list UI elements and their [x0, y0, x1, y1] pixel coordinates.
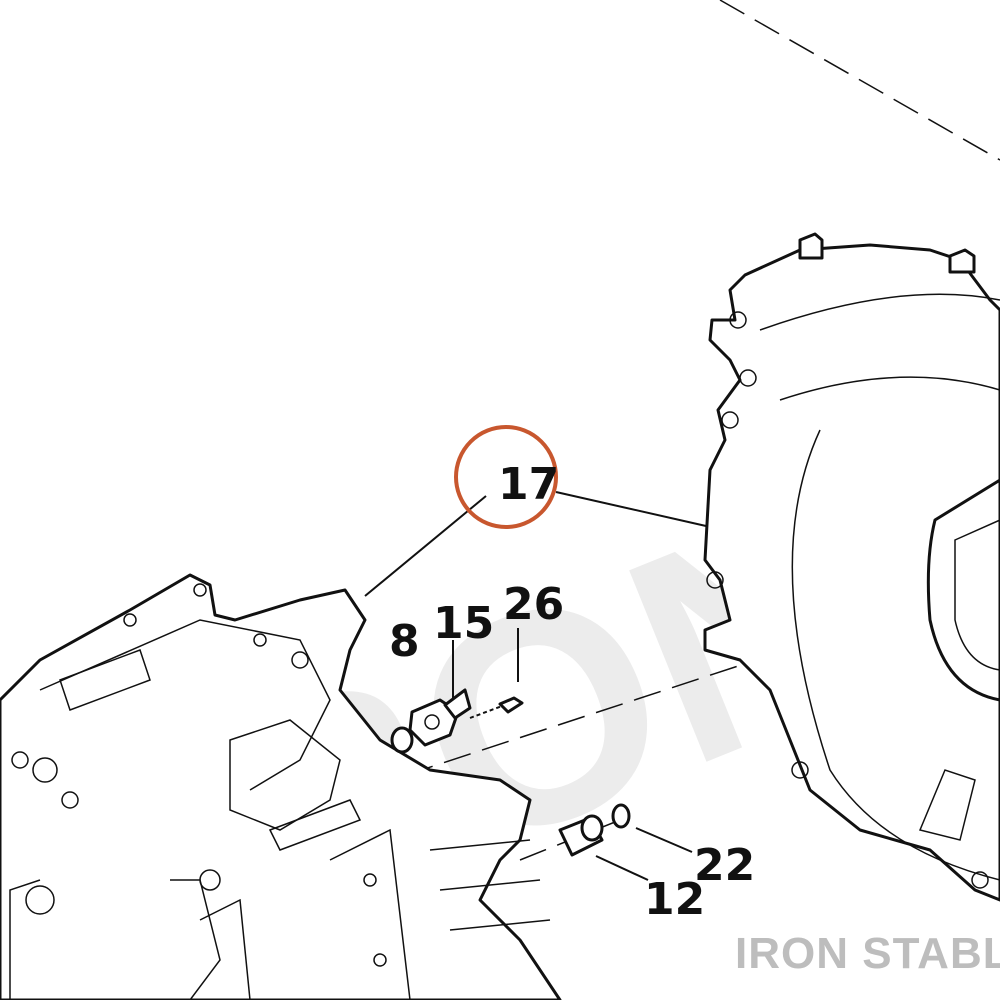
screw-part-26 — [469, 696, 524, 719]
leader-line-17-crankcase — [364, 495, 487, 597]
callout-8: 8 — [389, 616, 420, 667]
callout-22: 22 — [694, 840, 755, 891]
brand-watermark: IRON STABLE — [735, 929, 1000, 978]
o-ring-part-8 — [390, 726, 414, 754]
bell-housing — [703, 232, 1000, 902]
leader-line-17-housing — [555, 491, 707, 527]
leader-line-12 — [595, 855, 649, 881]
callout-17: 17 — [498, 459, 559, 510]
pipe-flange-part-15 — [408, 688, 472, 747]
callout-15: 15 — [433, 598, 494, 649]
highlight-ring — [454, 425, 558, 529]
callout-12: 12 — [644, 874, 705, 925]
leader-line-22 — [635, 827, 693, 853]
o-ring-part-22 — [611, 803, 631, 829]
callout-26: 26 — [503, 579, 564, 630]
dowel-sleeve-part-12 — [558, 814, 604, 857]
axis-line-upper — [719, 0, 1000, 161]
crankcase-half — [0, 573, 562, 1000]
